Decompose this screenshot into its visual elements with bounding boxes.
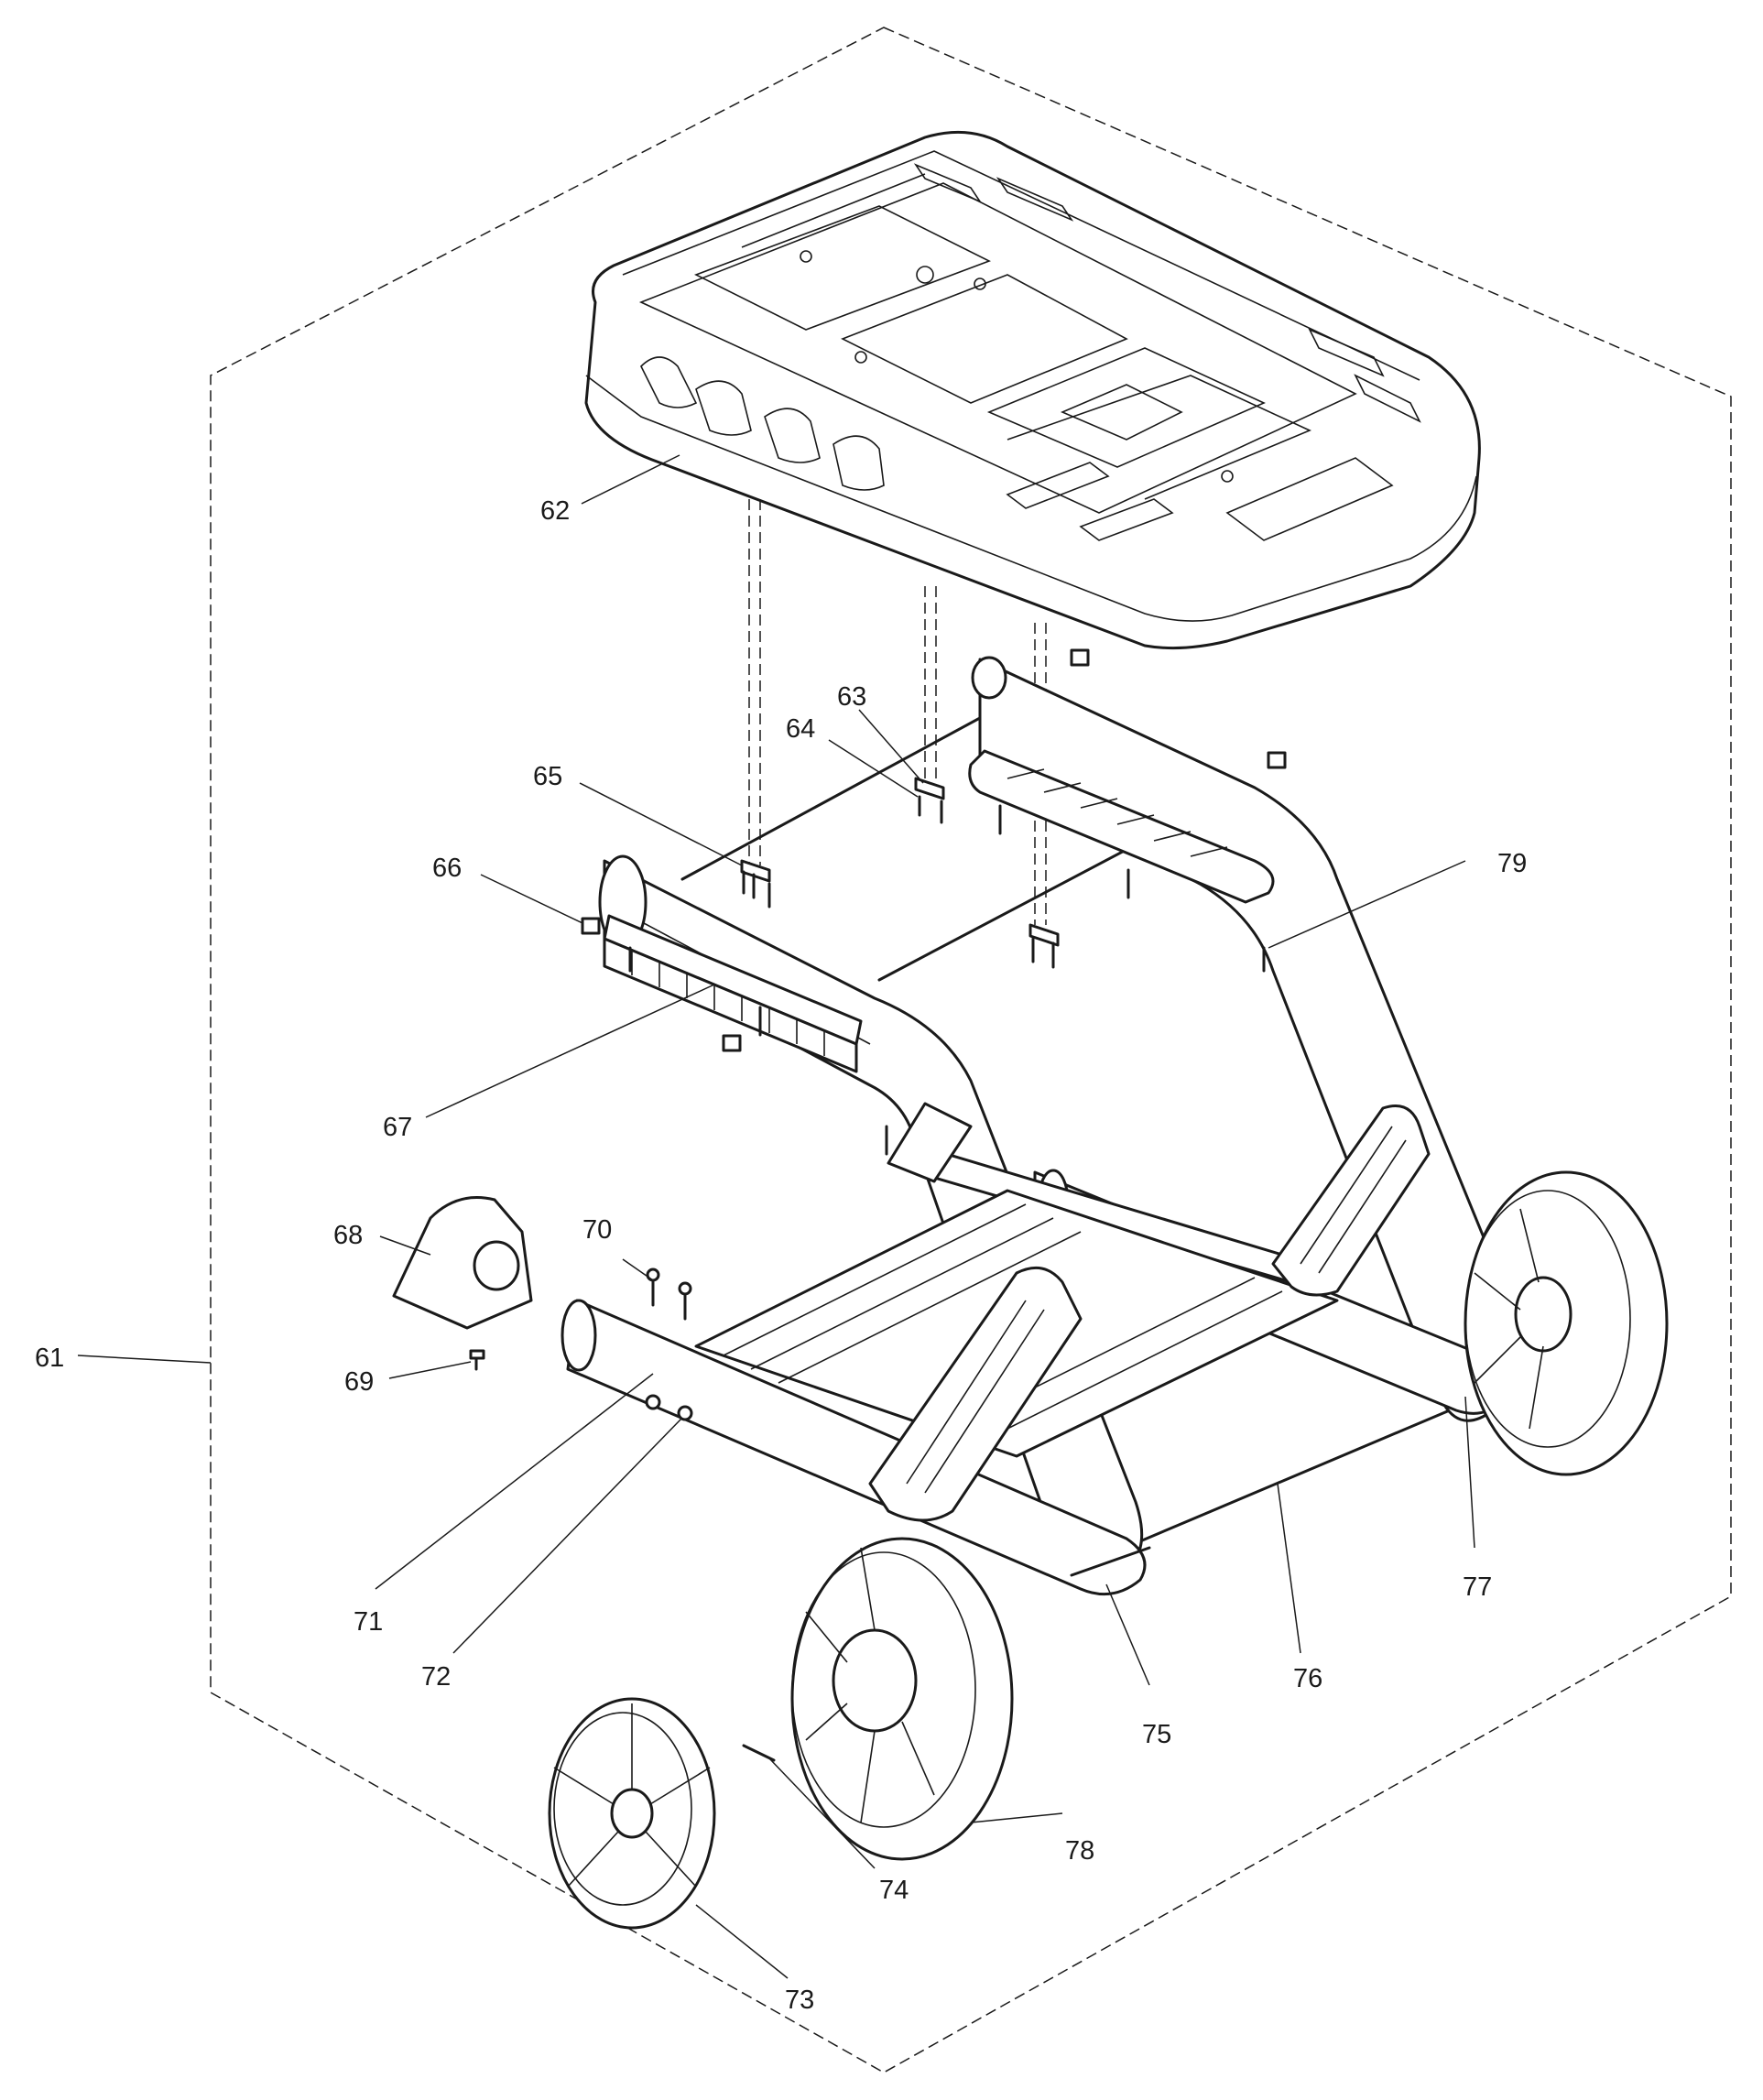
callout-71: 71	[354, 1607, 383, 1637]
callout-69: 69	[344, 1367, 374, 1397]
screws	[469, 648, 1287, 1421]
callout-78: 78	[1065, 1836, 1094, 1866]
callout-labels: 61 62 63 64 65 66 67 68 69 70 71 72 73 7…	[35, 496, 1527, 2015]
callout-63: 63	[837, 682, 866, 712]
callout-76: 76	[1293, 1664, 1322, 1693]
axle-part-75	[1070, 1546, 1151, 1577]
callout-61: 61	[35, 1344, 64, 1373]
callout-75: 75	[1142, 1720, 1171, 1749]
cart-frame	[560, 656, 1520, 1596]
callout-64: 64	[786, 714, 815, 744]
callout-70: 70	[582, 1215, 612, 1245]
callout-77: 77	[1463, 1572, 1492, 1602]
pin-part-74	[742, 1744, 776, 1762]
hubcap-part-73	[548, 1697, 716, 1930]
holder-part-68	[392, 1196, 533, 1330]
bracket-part-67	[603, 914, 863, 1073]
callout-66: 66	[432, 854, 462, 883]
callout-73: 73	[785, 1986, 814, 2015]
callout-72: 72	[421, 1662, 451, 1692]
callout-62: 62	[540, 496, 570, 526]
callout-65: 65	[533, 762, 562, 791]
clip-part-63	[740, 777, 1060, 947]
leader-lines	[77, 454, 1475, 1979]
wheel-part-rear	[1464, 1170, 1669, 1476]
tray-part-62	[584, 130, 1481, 650]
callout-68: 68	[333, 1221, 363, 1250]
wheel-part-78	[790, 1537, 1014, 1861]
callout-74: 74	[879, 1876, 909, 1905]
assembly-boundary	[210, 27, 1732, 2073]
callout-79: 79	[1497, 849, 1527, 878]
rear-bracket	[968, 749, 1275, 904]
callout-67: 67	[383, 1113, 412, 1142]
